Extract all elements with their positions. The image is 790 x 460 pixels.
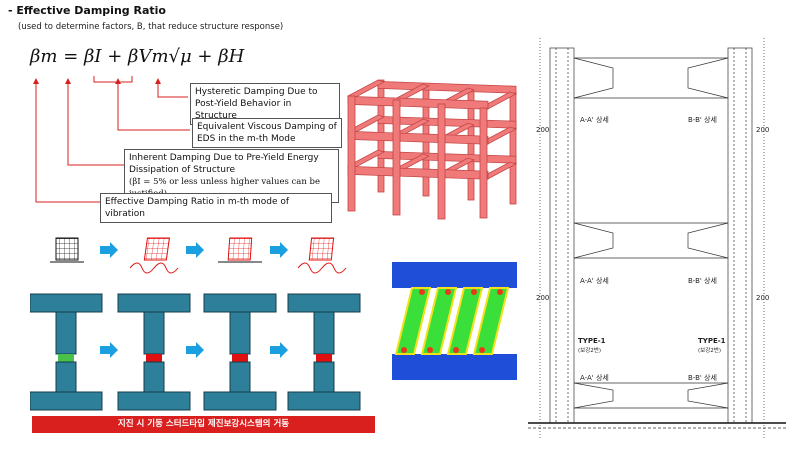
label-aa-bot: A-A' 상세 <box>580 373 609 382</box>
connector-viscous <box>117 82 190 131</box>
connector-hysteretic <box>157 82 188 98</box>
label-bb-bot: B-B' 상세 <box>688 373 717 382</box>
mini-frame-1 <box>50 237 84 263</box>
connector-effective <box>35 82 100 203</box>
section-title: - Effective Damping Ratio <box>8 4 166 17</box>
frame-3d-illustration <box>346 79 518 220</box>
dim-right-top: 200 <box>756 126 769 134</box>
technical-drawing: A-A' 상세 B-B' 상세 A-A' 상세 B-B' 상세 A-A' 상세 … <box>528 38 786 438</box>
mini-frame-2 <box>129 237 179 274</box>
bracket-viscous <box>93 76 133 83</box>
dim-left-top: 200 <box>536 126 549 134</box>
label-bb-top: B-B' 상세 <box>688 115 717 124</box>
dim-left-bot: 200 <box>536 294 549 302</box>
type-label-left: TYPE-1 <box>578 337 606 345</box>
label-bb-mid: B-B' 상세 <box>688 276 717 285</box>
fea-contour-image <box>372 258 517 388</box>
label-aa-top: A-A' 상세 <box>580 115 609 124</box>
connector-inherent <box>67 82 124 166</box>
label-aa-mid: A-A' 상세 <box>580 276 609 285</box>
column-behavior-panel <box>30 237 361 411</box>
mini-frame-3 <box>218 237 262 263</box>
type-label-right: TYPE-1 <box>698 337 726 345</box>
label-effective: Effective Damping Ratio in m-th mode of … <box>100 193 332 223</box>
behavior-caption: 지진 시 기둥 스터드타입 제진보강시스템의 거동 <box>32 416 375 433</box>
type-sub-left: (보강2번) <box>578 346 601 354</box>
type-sub-right: (보강2번) <box>698 346 721 354</box>
mini-frame-4 <box>297 237 347 274</box>
arrows <box>100 242 288 358</box>
damping-formula: βm = βI + βVm√μ + βH <box>30 46 245 67</box>
formula-connectors <box>33 76 190 203</box>
column-set <box>30 293 361 411</box>
section-subtitle: (used to determine factors, B, that redu… <box>18 22 284 32</box>
dim-right-bot: 200 <box>756 294 769 302</box>
